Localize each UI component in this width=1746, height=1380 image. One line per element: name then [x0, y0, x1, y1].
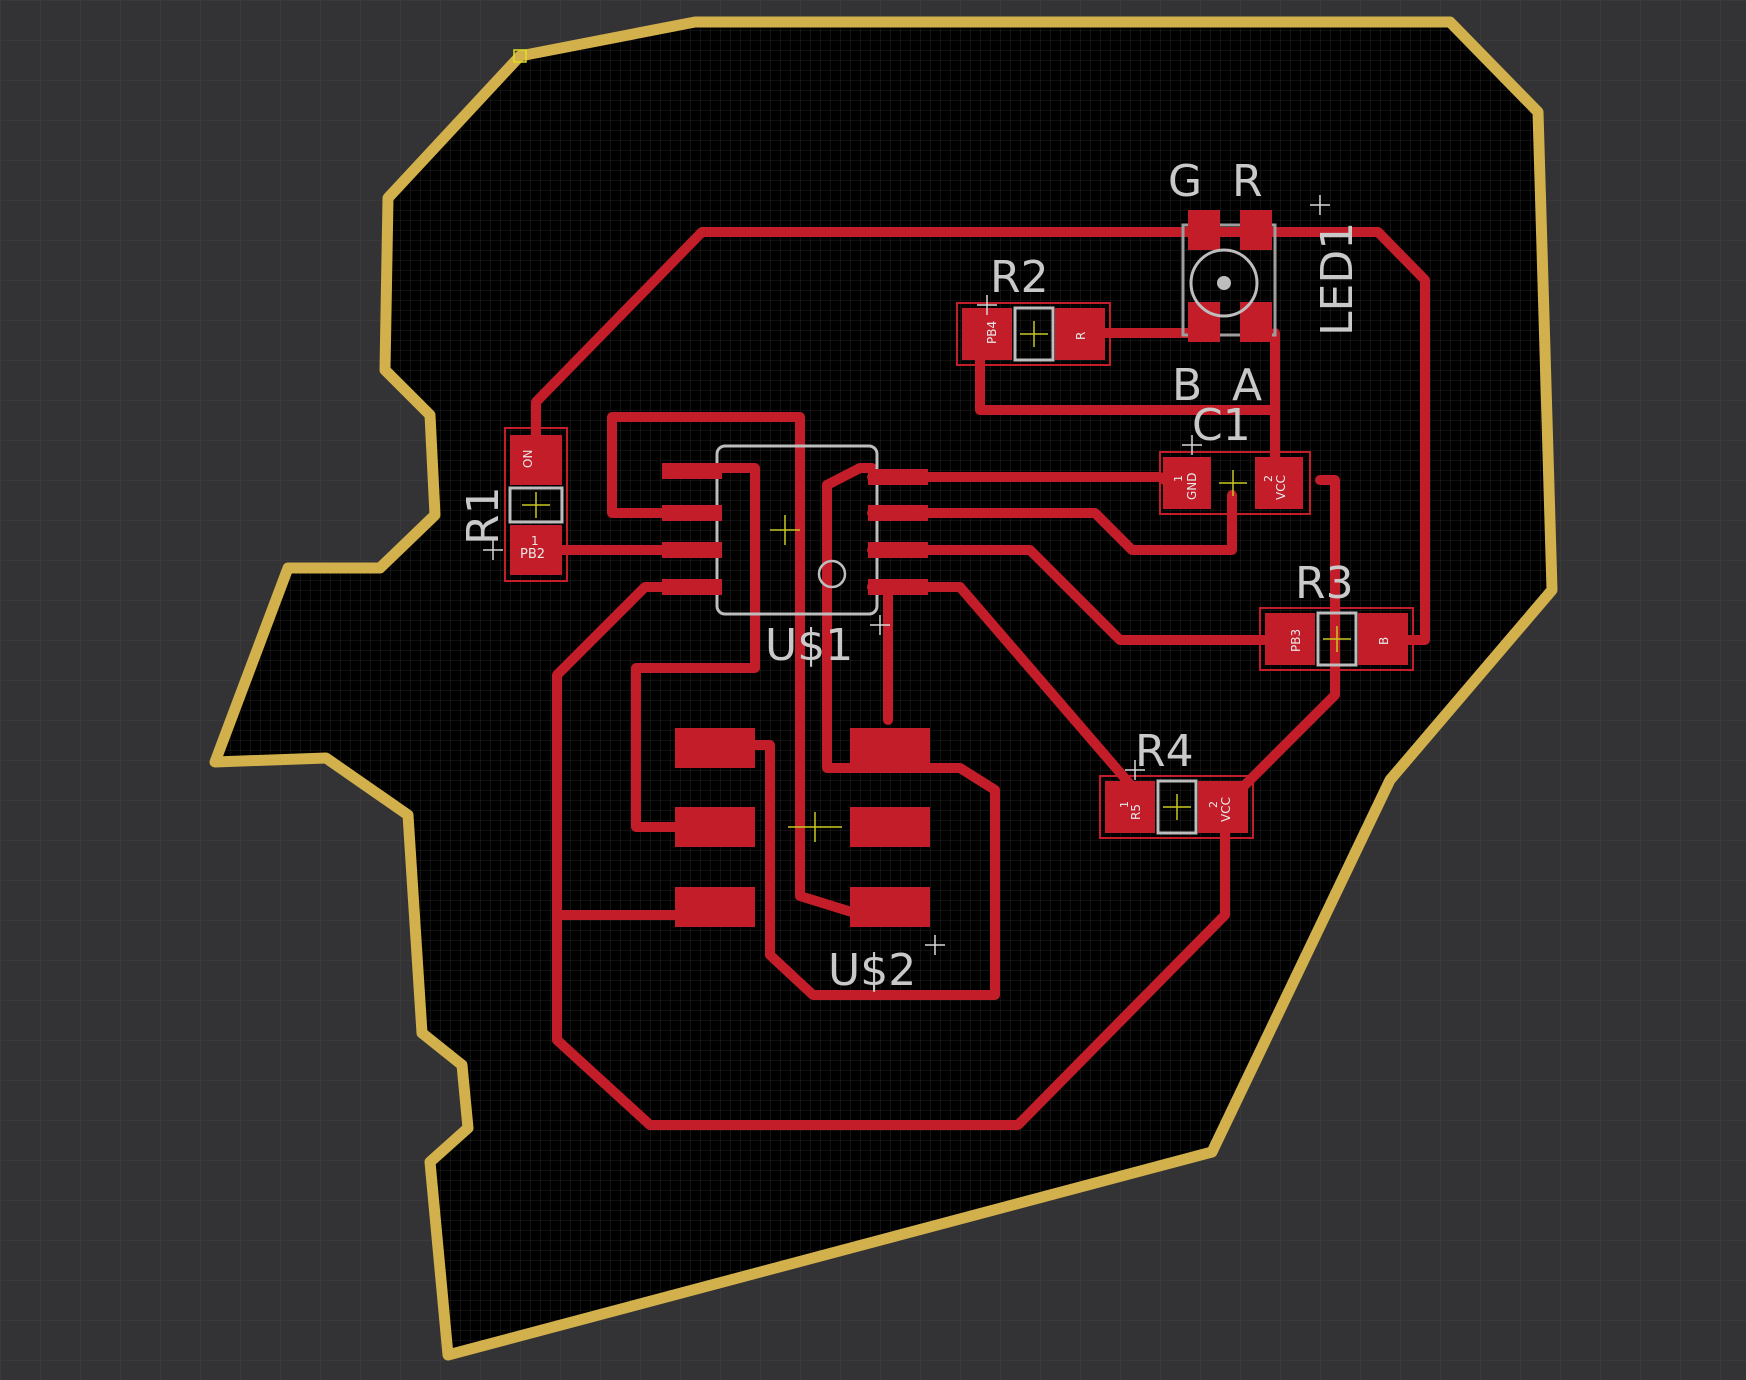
- c1-origin-cross: [1182, 435, 1202, 455]
- r1-origin-cross: [483, 540, 503, 560]
- r4-pad-left[interactable]: [1105, 781, 1155, 833]
- led1-label-b: B: [1172, 360, 1202, 411]
- component-r2[interactable]: PB4 R R2: [956, 252, 1111, 366]
- c1-pad-right[interactable]: [1255, 457, 1303, 509]
- r2-label: R2: [990, 252, 1049, 303]
- r1-pad-top[interactable]: [510, 435, 562, 485]
- u1-pad-1[interactable]: [662, 463, 722, 479]
- c1-body: [1159, 451, 1311, 515]
- component-r4[interactable]: 1 R5 2 VCC R4: [1099, 726, 1254, 839]
- r4-pin-left: R5: [1129, 804, 1143, 820]
- u2-pad-3[interactable]: [675, 807, 755, 847]
- u2-pad-5[interactable]: [675, 887, 755, 927]
- led1-label-a: A: [1232, 360, 1262, 411]
- led1-center-dot: [1217, 276, 1231, 290]
- r1-label: R1: [458, 486, 509, 545]
- u2-origin-cross: [925, 935, 945, 955]
- component-r3[interactable]: PB3 B R3: [1259, 558, 1414, 671]
- c1-pin-left: GND: [1185, 472, 1199, 500]
- r4-pad-right[interactable]: [1198, 781, 1248, 833]
- component-r1[interactable]: ON 1 PB2 R1: [458, 427, 568, 582]
- c1-center-cross: [1219, 470, 1247, 496]
- r4-label: R4: [1135, 726, 1194, 777]
- r3-pad-left[interactable]: [1265, 613, 1315, 665]
- led1-origin-cross: [1310, 195, 1330, 215]
- led1-outline: [1181, 223, 1277, 337]
- r4-silk: [1156, 779, 1198, 835]
- r2-pad-left[interactable]: [962, 308, 1012, 360]
- component-u2[interactable]: U$2: [675, 728, 945, 996]
- r2-pad-right[interactable]: [1055, 308, 1105, 360]
- u2-pad-4[interactable]: [850, 807, 930, 847]
- trace-r1-to-led-top[interactable]: [531, 227, 1430, 645]
- u1-pad-5[interactable]: [868, 579, 928, 595]
- u1-label: U$1: [765, 620, 853, 671]
- u1-center-cross: [770, 515, 800, 545]
- r2-pin-right: R: [1074, 332, 1088, 340]
- r3-pin-left: PB3: [1289, 629, 1303, 652]
- c1-pad-left[interactable]: [1163, 457, 1211, 509]
- board-outline[interactable]: [209, 16, 1558, 1361]
- r1-body: [504, 427, 568, 582]
- r1-pad-bottom[interactable]: [510, 525, 562, 575]
- u2-pad-6[interactable]: [850, 887, 930, 927]
- c1-pin-right: VCC: [1274, 475, 1288, 500]
- led1-center-ring: [1189, 248, 1259, 318]
- component-c1[interactable]: 1 GND 2 VCC C1: [1159, 400, 1311, 515]
- led1-pad-g[interactable]: [1188, 210, 1220, 250]
- r1-pin-top: ON: [521, 450, 535, 468]
- trace-c1-vcc-to-r4[interactable]: [1235, 475, 1340, 795]
- r2-center-cross: [1020, 321, 1048, 347]
- r4-pin-right-num: 2: [1207, 801, 1220, 808]
- led1-pad-r[interactable]: [1240, 210, 1272, 250]
- r4-center-cross: [1163, 794, 1191, 820]
- r3-pin-right: B: [1377, 637, 1391, 645]
- u1-pin1-marker: [817, 559, 847, 589]
- r3-body: [1259, 607, 1414, 671]
- u2-center-cross: [788, 812, 842, 842]
- u1-pad-4[interactable]: [662, 579, 722, 595]
- trace-u1-pin7[interactable]: [867, 490, 1237, 555]
- u1-pad-8[interactable]: [868, 469, 928, 485]
- r1-pin-bottom: PB2: [520, 547, 545, 562]
- c1-pin-right-num: 2: [1262, 475, 1275, 482]
- c1-pin-left-num: 1: [1172, 475, 1185, 482]
- u1-pad-7[interactable]: [868, 505, 928, 521]
- r1-pin-bottom-num: 1: [531, 534, 539, 548]
- component-led1[interactable]: G R B A LED1: [1168, 156, 1363, 411]
- r4-pin-left-num: 1: [1118, 801, 1131, 808]
- r2-pin-left: PB4: [985, 321, 999, 344]
- led1-label-r: R: [1232, 156, 1263, 207]
- u2-pad-1[interactable]: [675, 728, 755, 768]
- r1-silk: [508, 486, 564, 524]
- r4-body: [1099, 775, 1254, 839]
- trace-u1-pin6[interactable]: [867, 545, 1285, 645]
- c1-label: C1: [1192, 400, 1251, 451]
- trace-u1-pin3-loop[interactable]: [631, 463, 760, 832]
- r3-silk: [1316, 611, 1358, 667]
- r3-center-cross: [1323, 626, 1351, 652]
- u1-pad-3[interactable]: [662, 542, 722, 558]
- led1-label-g: G: [1168, 156, 1202, 207]
- u1-pad-6[interactable]: [868, 542, 928, 558]
- r2-origin-cross: [977, 295, 997, 315]
- r2-body: [956, 302, 1111, 366]
- u1-pad-2[interactable]: [662, 505, 722, 521]
- trace-u1-pin4[interactable]: [552, 582, 1230, 1130]
- r3-pad-right[interactable]: [1358, 613, 1408, 665]
- component-u1[interactable]: U$1: [662, 444, 928, 671]
- u2-pad-2[interactable]: [850, 728, 930, 768]
- r3-label: R3: [1295, 558, 1354, 609]
- r4-origin-cross: [1125, 760, 1145, 780]
- r1-center-cross: [522, 492, 550, 518]
- outline-vertex-marker[interactable]: [513, 49, 527, 63]
- r4-pin-right: VCC: [1219, 797, 1233, 822]
- r2-silk: [1013, 306, 1055, 362]
- led1-label: LED1: [1312, 222, 1363, 336]
- u2-label: U$2: [828, 945, 916, 996]
- u1-body: [715, 444, 879, 616]
- u1-origin-cross: [870, 615, 890, 635]
- trace-u2-left-top[interactable]: [740, 463, 1000, 1000]
